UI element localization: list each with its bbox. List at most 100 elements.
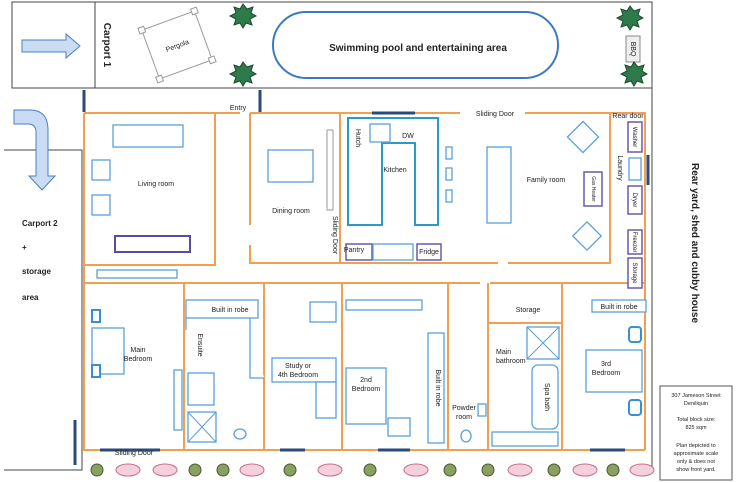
bedside-table [628, 399, 642, 416]
toilet [460, 429, 472, 443]
living-room-label: Living room [138, 181, 174, 188]
house-walls [83, 112, 646, 451]
sink [369, 123, 391, 143]
bookshelf [309, 301, 337, 323]
sideboard [326, 129, 334, 211]
stool [445, 146, 453, 160]
powder-room-label: Powder [452, 405, 476, 412]
spa-bath [531, 364, 559, 430]
cabinet [96, 269, 178, 279]
pool-label: Swimming pool and entertaining area [329, 43, 507, 54]
third-bedroom-label-2: Bedroom [592, 370, 621, 377]
second-bedroom-label-2: Bedroom [352, 386, 381, 393]
block-size-label: Total block size: [677, 417, 716, 423]
dw-label: DW [402, 133, 414, 140]
kitchen-bench [347, 117, 439, 226]
note-line-3: only & does not [677, 459, 715, 465]
info-box [659, 385, 733, 481]
toilet [233, 428, 247, 440]
armchair [566, 120, 600, 154]
bed [585, 349, 643, 393]
carport2-plus: + [22, 243, 27, 252]
dryer-label: Dryer [631, 193, 637, 208]
shrub-icons [228, 3, 649, 87]
freezer-label: Freezer [631, 232, 637, 253]
storage-label: Storage [516, 307, 541, 314]
study-label-2: 4th Bedroom [278, 372, 318, 379]
fridge [416, 243, 442, 261]
built-in-robe-2-label: Built in robe [434, 370, 441, 407]
arrow-right-icon [21, 32, 81, 60]
note-line-1: Plan depicted to [676, 443, 715, 449]
gas-heater-label: Gas Heater [590, 176, 596, 202]
freezer [627, 229, 643, 255]
study-label: Study or [285, 363, 312, 370]
bed [345, 367, 387, 425]
built-in-robe [185, 299, 259, 319]
bedside-table [91, 364, 101, 378]
pergola: Pergola [137, 6, 217, 84]
third-bedroom-label: 3rd [601, 361, 611, 368]
rear-door-label: Rear door [612, 113, 644, 120]
sliding-door-bottom-label: Sliding Door [115, 450, 154, 457]
tv-unit [114, 235, 191, 253]
armchair [91, 194, 111, 216]
bedside-table [628, 326, 642, 343]
bedside-table [91, 309, 101, 323]
note-line-4: show front yard. [676, 467, 716, 473]
main-bathroom-label-2: bathroom [496, 358, 526, 365]
main-bathroom-label: Main [496, 349, 511, 356]
powder-room-label-2: room [456, 414, 472, 421]
gas-heater [583, 171, 603, 207]
armchair [91, 159, 111, 181]
built-in-robe-2 [427, 332, 445, 444]
carport2-label: Carport 2 [22, 219, 58, 228]
shelf [345, 299, 423, 311]
entry-label: Entry [230, 105, 247, 112]
address-line-1: 307 Jameson Street [671, 393, 721, 399]
carport2-storage: storage [22, 267, 51, 276]
washer-label: Washer [631, 127, 637, 147]
main-bedroom-label-2: Bedroom [124, 356, 153, 363]
address-line-2: Deniliquin [684, 401, 708, 407]
block-size-value: 825 sqm [685, 425, 707, 431]
carport2-boundary [4, 149, 83, 471]
desk-return [315, 381, 337, 419]
swimming-pool [272, 11, 559, 79]
built-in-robe-3 [591, 299, 647, 313]
family-room-label: Family room [527, 177, 566, 184]
laundry-tub [628, 157, 642, 181]
front-garden-plants [90, 463, 655, 477]
shower-diagonal [187, 411, 217, 443]
built-in-robe-label: Built in robe [212, 307, 249, 314]
vanity [187, 372, 215, 406]
sofa [486, 146, 512, 224]
sofa [112, 124, 184, 148]
carport1-label: Carport 1 [101, 23, 112, 68]
ensuite-label: Ensuite [196, 333, 203, 356]
desk [387, 417, 411, 437]
kitchen-label: Kitchen [383, 167, 406, 174]
washer [627, 121, 643, 153]
dining-table [267, 149, 314, 183]
desk [271, 357, 337, 383]
sliding-door-side-label: Sliding Door [331, 216, 338, 255]
carport2-area: area [22, 293, 39, 302]
cooktop [372, 243, 414, 261]
bbq [625, 35, 641, 63]
bbq-label: BBQ [629, 42, 636, 57]
stool [445, 189, 453, 203]
spa-bath-label: Spa bath [543, 383, 550, 411]
dining-room-label: Dining room [272, 208, 310, 215]
arrow-down-icon [13, 109, 57, 191]
note-line-2: approximate scale [674, 451, 719, 457]
main-bedroom-label: Main [130, 347, 145, 354]
sliding-door-top-label: Sliding Door [476, 111, 515, 118]
shower-diagonal [526, 326, 560, 360]
laundry-storage-label: Storage [631, 262, 637, 284]
wardrobe [173, 369, 183, 431]
stool [445, 167, 453, 181]
hutch-label: Hutch [354, 129, 361, 147]
pantry-label: Pantry [344, 247, 365, 254]
